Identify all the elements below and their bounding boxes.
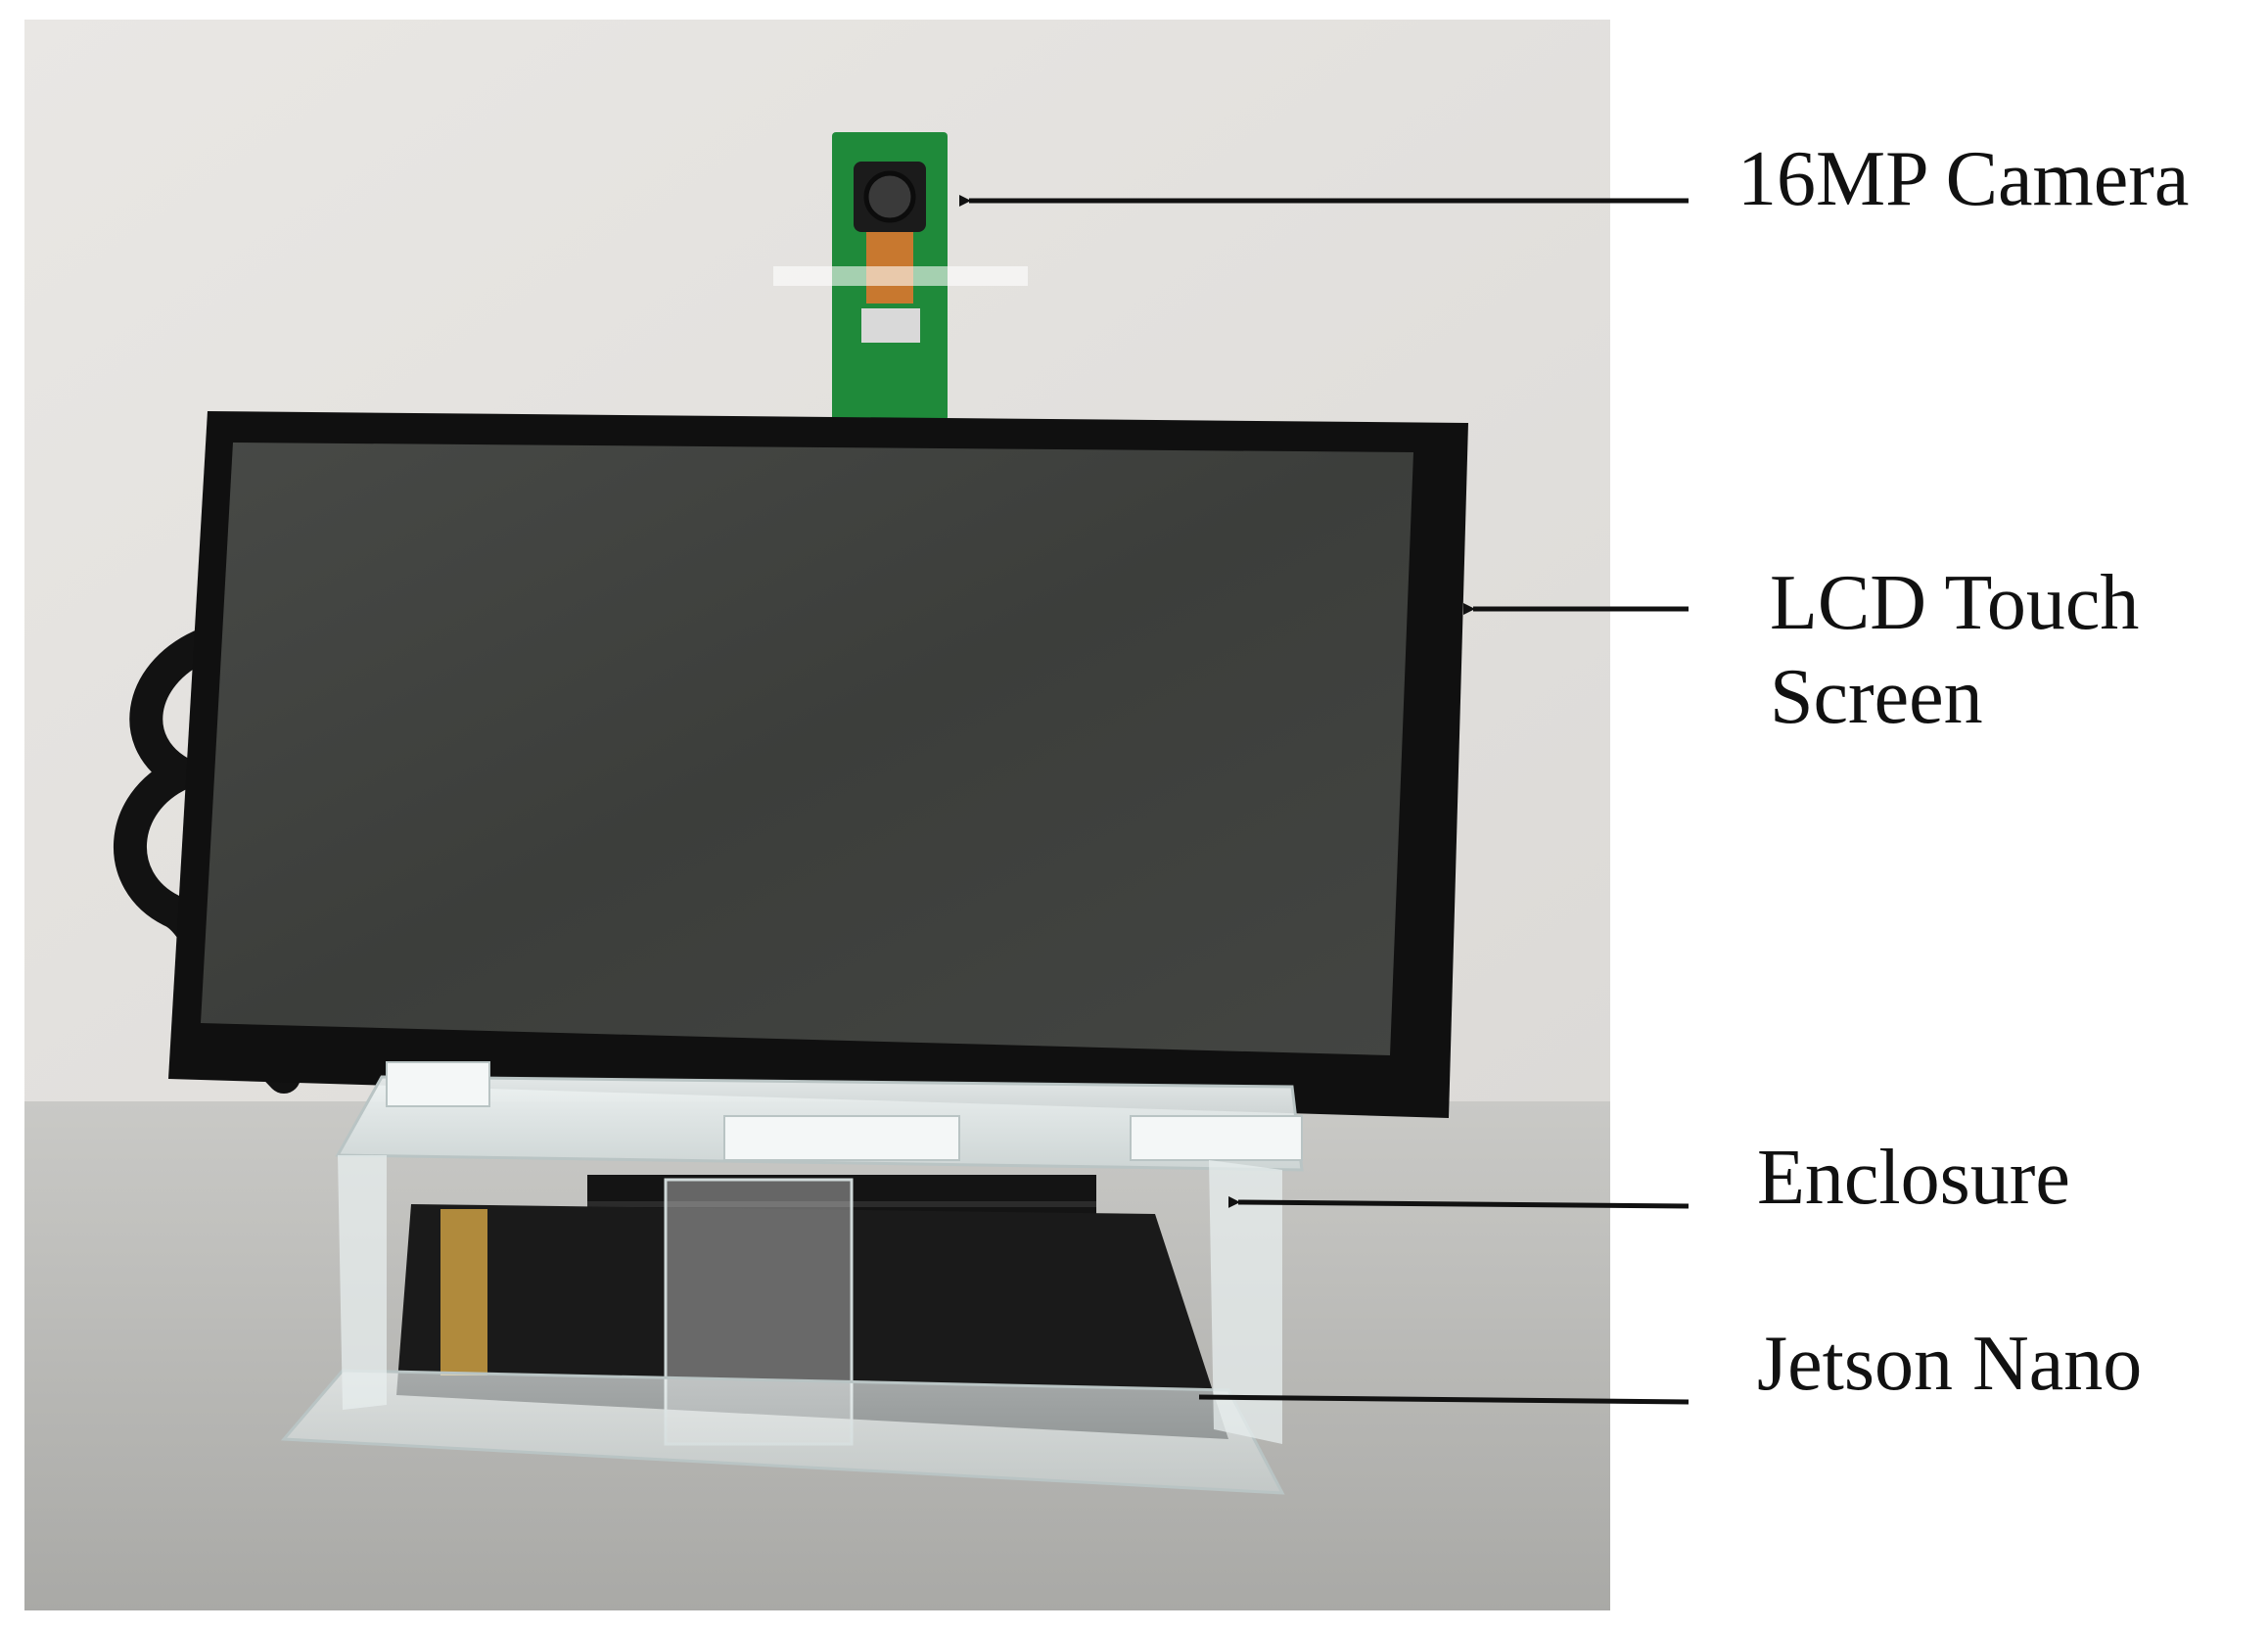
enclosure-side-left (338, 1155, 387, 1410)
enclosure-side-right (1209, 1160, 1282, 1444)
camera-label: 16MP Camera (1737, 136, 2190, 222)
photo (24, 20, 1610, 1610)
enclosure-arrow (1227, 1195, 1689, 1209)
camera-chip (861, 308, 920, 343)
lcd-display-area (201, 443, 1413, 1055)
enclosure-clip-right (1130, 1115, 1303, 1161)
camera-mount-tab (773, 266, 1028, 286)
camera-module (773, 132, 1028, 421)
enclosure-clip-center (723, 1115, 960, 1161)
enclosure-base-plate (280, 1369, 1285, 1495)
annotation-arrows (959, 195, 1689, 1405)
enclosure (280, 1061, 1304, 1495)
jetson-nano-label: Jetson Nano (1757, 1321, 2143, 1407)
enclosure-clip-left (386, 1061, 490, 1107)
lcd-screen (168, 411, 1468, 1118)
enclosure-label: Enclosure (1757, 1135, 2070, 1221)
jetson-line (1198, 1394, 1689, 1405)
lcd-touch-screen-label: LCD Touch Screen (1770, 556, 2139, 744)
lcd-label-line-1: LCD Touch (1770, 560, 2140, 646)
camera-lens-icon (863, 170, 916, 223)
lcd-label-line-2: Screen (1770, 654, 1983, 740)
gpio-header (440, 1209, 487, 1376)
